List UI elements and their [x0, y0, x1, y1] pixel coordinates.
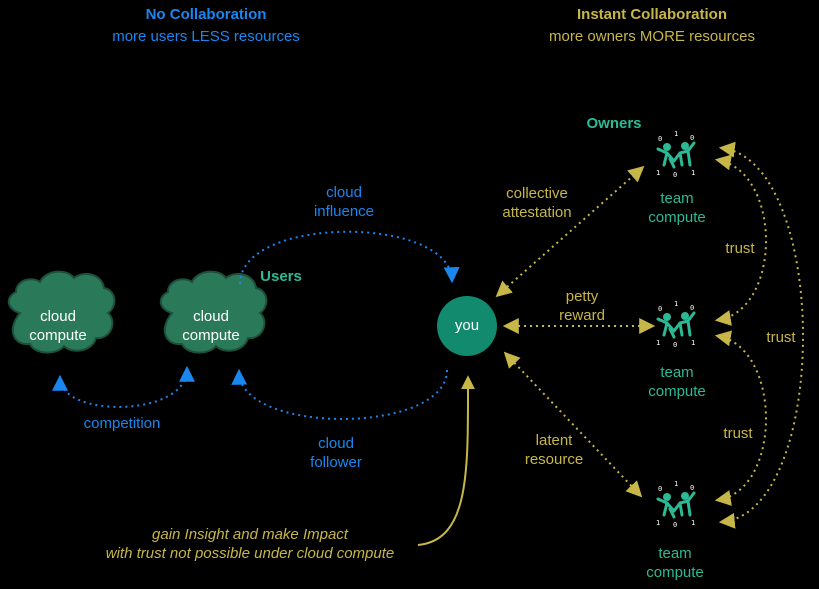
competition-arrow — [52, 365, 195, 408]
users-label: Users — [260, 268, 302, 285]
left-section-title: No Collaboration — [145, 6, 267, 23]
svg-text:0: 0 — [673, 171, 677, 179]
team-compute-icon: 0 1 0 1 0 1 — [656, 130, 696, 179]
svg-text:0: 0 — [658, 485, 662, 493]
svg-text:0: 0 — [658, 135, 662, 143]
right-section-subtitle: more owners MORE resources — [549, 28, 755, 45]
svg-text:1: 1 — [674, 130, 678, 138]
insight-text: gain Insight and make Impact with trust … — [105, 526, 395, 562]
cloud-influence-arrow — [239, 230, 460, 285]
svg-text:0: 0 — [673, 521, 677, 529]
left-section-subtitle: more users LESS resources — [112, 28, 300, 45]
cloud-shape-1 — [7, 270, 116, 354]
collective-attestation-label: collective attestation — [502, 185, 572, 221]
svg-text:1: 1 — [674, 300, 678, 308]
team-compute-icon: 0 1 0 1 0 1 — [656, 480, 696, 529]
you-label: you — [454, 317, 480, 334]
svg-text:1: 1 — [691, 519, 695, 527]
cloud-follower-arrow — [231, 368, 448, 420]
latent-resource-label: latent resource — [524, 432, 584, 468]
cloud-compute-label-1: cloud compute — [29, 308, 87, 344]
svg-text:1: 1 — [656, 169, 660, 177]
you-node — [437, 296, 497, 356]
svg-text:1: 1 — [691, 169, 695, 177]
owners-label: Owners — [586, 115, 642, 132]
svg-text:1: 1 — [656, 339, 660, 347]
right-section-title: Instant Collaboration — [577, 6, 727, 23]
cloud-follower-label: cloud follower — [310, 435, 362, 471]
cloud-shape-2 — [159, 270, 268, 354]
insight-arrow — [417, 375, 476, 546]
svg-text:1: 1 — [674, 480, 678, 488]
cloud-compute-label-2: cloud compute — [182, 308, 240, 344]
petty-reward-label: petty reward — [559, 288, 605, 324]
svg-text:0: 0 — [690, 304, 694, 312]
svg-text:1: 1 — [656, 519, 660, 527]
collective-attestation-arrow — [495, 165, 645, 298]
svg-text:0: 0 — [690, 484, 694, 492]
trust-arrow-bottom — [714, 330, 767, 506]
svg-text:0: 0 — [673, 341, 677, 349]
team-compute-label-1: team compute — [648, 190, 706, 226]
cloud-influence-label: cloud influence — [313, 184, 375, 220]
trust-arrow-outer — [718, 141, 804, 529]
competition-label: competition — [83, 415, 161, 432]
team-compute-icon: 0 1 0 1 0 1 — [656, 300, 696, 349]
trust-label-bottom: trust — [723, 425, 753, 442]
trust-label-top: trust — [725, 240, 755, 257]
svg-text:0: 0 — [658, 305, 662, 313]
trust-label-outer: trust — [766, 329, 796, 346]
latent-resource-arrow — [503, 351, 643, 498]
svg-text:1: 1 — [691, 339, 695, 347]
team-compute-label-3: team compute — [646, 545, 704, 581]
team-compute-label-2: team compute — [648, 364, 706, 400]
svg-text:0: 0 — [690, 134, 694, 142]
